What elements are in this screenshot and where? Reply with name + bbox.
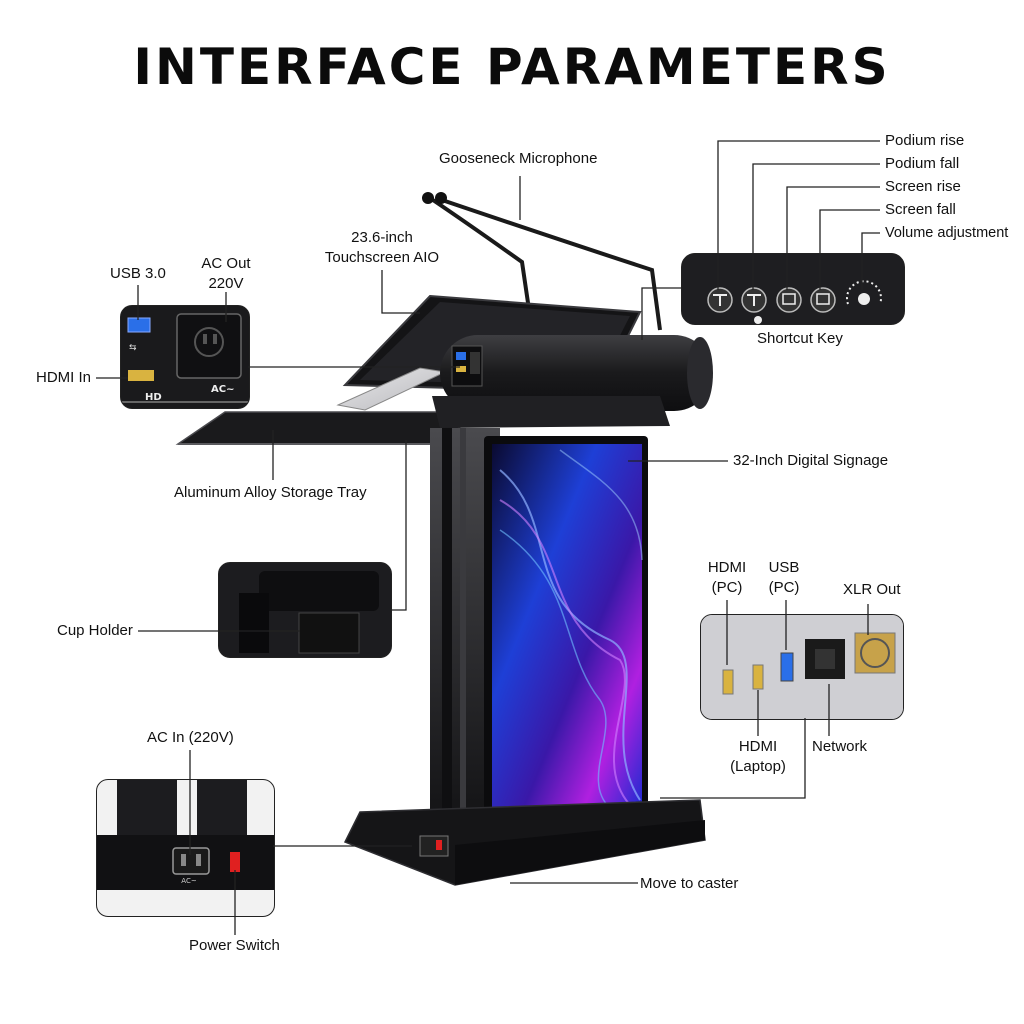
label-power-switch: Power Switch: [189, 937, 280, 954]
inset-top-ports: ⇆ HD AC~: [120, 305, 250, 409]
inset-rear-ports: [700, 614, 904, 720]
label-gooseneck-microphone: Gooseneck Microphone: [439, 150, 598, 167]
label-hdmi-in: HDMI In: [36, 369, 92, 386]
top-console: [440, 335, 713, 411]
label-storage-tray: Aluminum Alloy Storage Tray: [174, 484, 367, 501]
label-hdmi-pc: HDMI (PC): [707, 559, 747, 596]
inset-ac-in: AC~: [96, 779, 275, 917]
podium-rise-icon: [707, 287, 733, 313]
power-switch-icon: [230, 852, 240, 872]
label-shortcut-key: Shortcut Key: [757, 330, 843, 347]
inset-cup-holder: [218, 562, 392, 658]
hdmi-port-icon: [128, 370, 154, 381]
label-xlr-out: XLR Out: [843, 581, 901, 598]
podium-base: [343, 799, 706, 886]
label-podium-fall: Podium fall: [885, 155, 960, 172]
svg-text:AC~: AC~: [181, 877, 197, 885]
label-usb-30: USB 3.0: [110, 265, 166, 282]
ac-mark: AC~: [211, 384, 234, 395]
usb-port-icon: [127, 317, 151, 333]
label-hdmi-laptop: HDMI (Laptop): [730, 738, 786, 775]
screen-rise-icon: [776, 287, 802, 313]
label-ac-out: AC Out 220V: [201, 255, 251, 292]
podium-fall-icon: [741, 287, 767, 313]
hdmi-laptop-port-icon: [752, 664, 764, 690]
page-title: INTERFACE PARAMETERS: [133, 38, 891, 96]
label-network: Network: [812, 738, 868, 755]
label-touchscreen-aio: 23.6-inch Touchscreen AIO: [324, 229, 440, 266]
screen-fall-icon: [810, 287, 836, 313]
label-podium-rise: Podium rise: [885, 132, 965, 149]
usb-pc-port-icon: [780, 652, 794, 682]
label-screen-rise: Screen rise: [885, 178, 961, 195]
label-usb-pc: USB (PC): [768, 559, 800, 596]
svg-text:⇆: ⇆: [129, 343, 137, 353]
hd-mark: HD: [145, 392, 162, 403]
digital-signage: [484, 436, 648, 820]
label-digital-signage: 32-Inch Digital Signage: [733, 452, 889, 469]
gooseneck-microphone: [422, 192, 662, 331]
hdmi-pc-port-icon: [722, 669, 734, 695]
label-volume-adjustment: Volume adjustment: [885, 225, 1009, 241]
label-move-to-caster: Move to caster: [640, 875, 739, 892]
ac-out-socket-icon: [176, 313, 242, 379]
volume-knob-icon: [846, 280, 882, 305]
desk-body: [432, 396, 670, 428]
label-ac-in: AC In (220V): [147, 729, 234, 746]
label-cup-holder: Cup Holder: [57, 622, 133, 639]
label-screen-fall: Screen fall: [885, 201, 956, 218]
